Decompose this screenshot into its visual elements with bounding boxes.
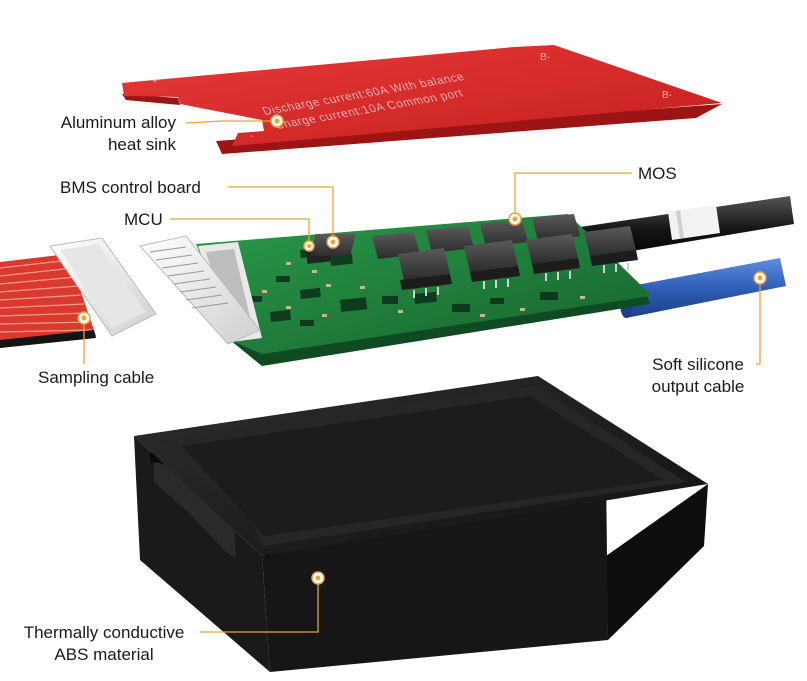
heat-sink-b-minus-mark: B- bbox=[540, 52, 550, 63]
mcu-dot bbox=[303, 240, 315, 252]
callout-dots bbox=[77, 114, 767, 585]
callout-mcu: MCU bbox=[124, 210, 163, 229]
abs-case-dot bbox=[311, 571, 325, 585]
mosfet-array bbox=[310, 214, 638, 298]
callout-bms-board: BMS control board bbox=[60, 178, 201, 197]
callout-heat-sink-line1: Aluminum alloy bbox=[60, 113, 176, 132]
callout-abs-case-line1: Thermally conductive bbox=[23, 623, 185, 642]
callout-output-cable-line1: Soft silicone bbox=[652, 355, 744, 374]
heat-sink-dot bbox=[270, 114, 284, 128]
abs-case bbox=[134, 376, 708, 672]
mos-dot bbox=[508, 212, 522, 226]
callout-heat-sink-line2: heat sink bbox=[107, 135, 176, 154]
callout-abs-case: Thermally conductive ABS material bbox=[4, 622, 204, 666]
output-cable-dot bbox=[753, 271, 767, 285]
leader-lines bbox=[83, 120, 761, 633]
heat-sink-b-minus-mark-right: B- bbox=[662, 90, 672, 101]
heat-sink-minus-mark: - bbox=[250, 131, 253, 142]
bms-board-dot bbox=[326, 235, 340, 249]
heat-sink-plate: Discharge current:60A With balance Charg… bbox=[122, 45, 722, 154]
callout-mos: MOS bbox=[638, 164, 677, 183]
callout-heat-sink: Aluminum alloy heat sink bbox=[20, 112, 176, 156]
callout-output-cable: Soft silicone output cable bbox=[632, 354, 764, 398]
sampling-cable bbox=[0, 235, 261, 348]
callout-abs-case-line2: ABS material bbox=[54, 645, 154, 664]
sampling-cable-dot bbox=[77, 311, 91, 325]
heat-sink-plus-mark: + bbox=[152, 76, 158, 87]
callout-sampling-cable: Sampling cable bbox=[38, 368, 155, 387]
callout-output-cable-line2: output cable bbox=[651, 377, 745, 396]
bms-control-board bbox=[196, 214, 652, 366]
